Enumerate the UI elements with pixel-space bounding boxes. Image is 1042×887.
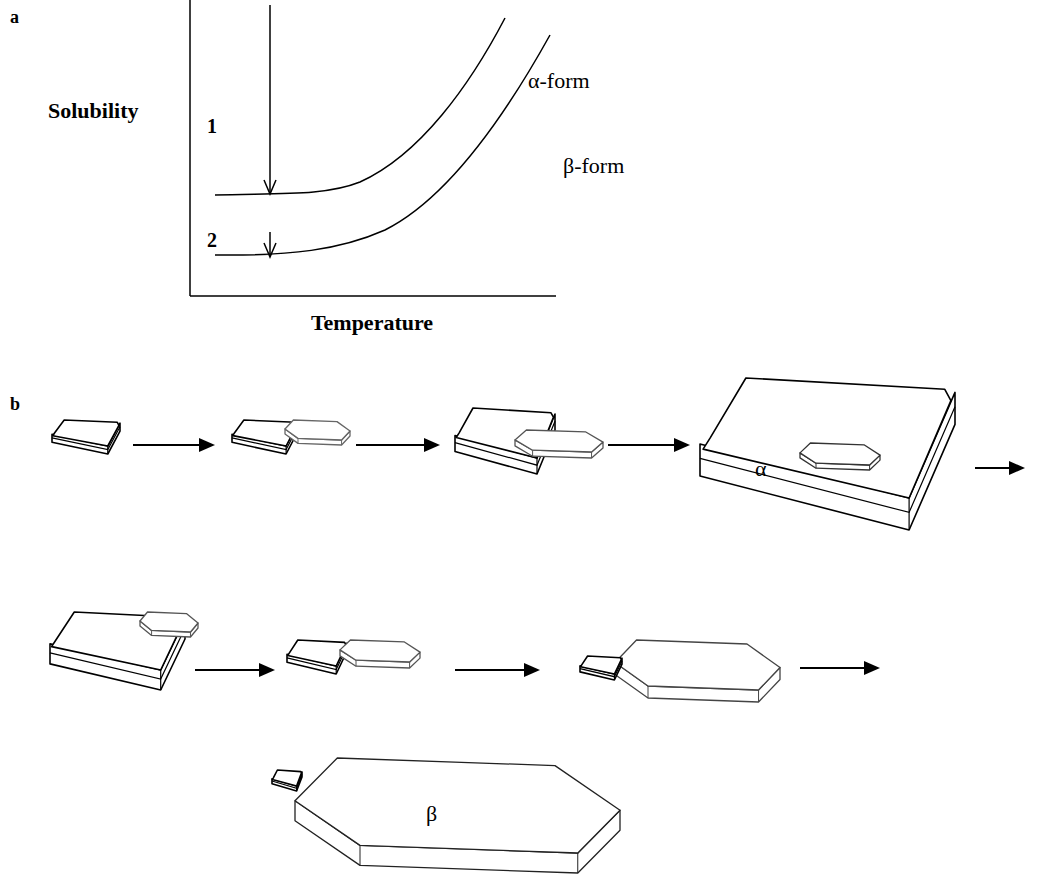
- arrow-head: [674, 438, 690, 452]
- alpha-crystal-top: [53, 420, 119, 446]
- arrow-head: [199, 438, 215, 452]
- alpha-crystal-top: [581, 656, 622, 674]
- beta-crystal-edge: [151, 630, 152, 635]
- alpha-crystal-edge: [336, 666, 337, 674]
- arrow-2: [269, 232, 271, 255]
- alpha-crystal-edge: [908, 498, 909, 530]
- arrow-head: [259, 663, 275, 677]
- process-arrow: [455, 669, 528, 671]
- arrow-head: [424, 438, 440, 452]
- beta-crystal-top: [800, 443, 880, 465]
- beta-crystal-top: [140, 612, 198, 632]
- arrow-head: [1009, 461, 1025, 475]
- beta-crystal-top: [515, 430, 603, 452]
- x-axis: [190, 295, 556, 297]
- callout-number: 1: [207, 116, 217, 136]
- arrow-1: [269, 5, 271, 193]
- alpha-crystal-edge: [286, 446, 287, 454]
- panel-letter: b: [10, 395, 20, 413]
- callout-number: 2: [207, 230, 217, 250]
- alpha-crystal-edge: [107, 446, 108, 454]
- axis-title: Solubility: [48, 100, 138, 122]
- beta-crystal-top: [295, 758, 620, 853]
- alpha-crystal-edge: [614, 674, 615, 680]
- process-arrow: [195, 669, 263, 671]
- crystal-label: β: [426, 803, 437, 825]
- alpha-curve: [215, 18, 505, 195]
- arrow-2-head: [264, 243, 276, 257]
- beta-crystal-edge: [341, 440, 342, 445]
- process-arrow: [975, 467, 1013, 469]
- arrow-head: [524, 663, 540, 677]
- process-arrow: [133, 444, 203, 446]
- beta-crystal-edge: [360, 845, 361, 865]
- arrow-head: [864, 661, 880, 675]
- process-arrow: [800, 667, 868, 669]
- panel-letter: a: [10, 8, 19, 26]
- crystal-label: α: [755, 458, 767, 480]
- axis-title: Temperature: [311, 312, 433, 334]
- alpha-crystal-edge: [160, 670, 161, 690]
- beta-crystal-edge: [758, 690, 759, 702]
- alpha-crystal-top: [272, 770, 301, 786]
- beta-crystal-edge: [409, 662, 410, 668]
- alpha-crystal-edge: [536, 458, 537, 474]
- beta-crystal-edge: [356, 660, 357, 666]
- process-arrow: [356, 444, 428, 446]
- beta-crystal-edge: [532, 450, 533, 456]
- beta-crystal-edge: [298, 438, 299, 443]
- beta-crystal-top: [615, 640, 780, 690]
- y-axis: [189, 0, 191, 296]
- beta-crystal-edge: [577, 853, 578, 873]
- alpha-crystal-top: [703, 378, 951, 498]
- beta-crystal-top: [340, 640, 420, 662]
- curve-label: β-form: [563, 155, 624, 177]
- curve-label: α-form: [528, 70, 590, 92]
- beta-crystal-edge: [869, 465, 870, 470]
- crystal-sequence: [50, 378, 1025, 873]
- beta-crystal-edge: [591, 452, 592, 458]
- beta-curve: [215, 35, 550, 255]
- arrow-1-head: [264, 180, 276, 194]
- alpha-crystal-top: [288, 640, 346, 666]
- beta-crystal-edge: [816, 463, 817, 468]
- beta-crystal-top: [285, 420, 350, 440]
- beta-crystal-edge: [190, 632, 191, 637]
- solubility-graph: [190, 0, 556, 296]
- process-arrow: [608, 444, 678, 446]
- beta-crystal-edge: [648, 686, 649, 698]
